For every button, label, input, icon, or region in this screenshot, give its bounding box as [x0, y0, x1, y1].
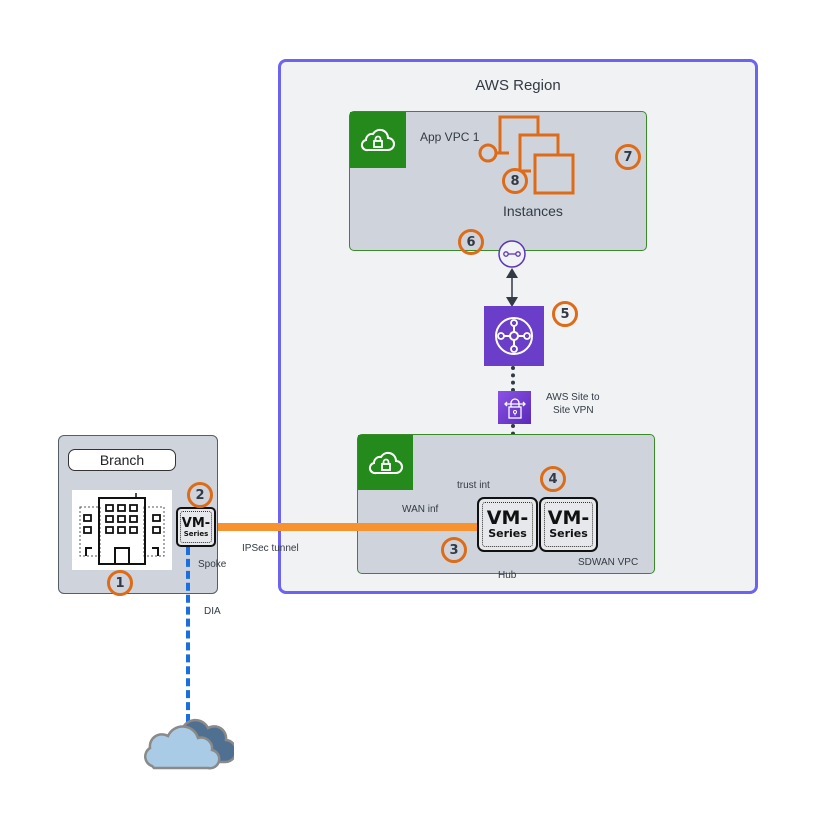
- vm-series-line1: VM-: [181, 515, 211, 531]
- site-to-site-vpn-icon: [503, 397, 526, 419]
- vpc-cloud-lock-icon: [368, 451, 403, 474]
- vm-series-line2: Series: [549, 527, 588, 540]
- vm-series-line1: VM-: [486, 507, 529, 529]
- sdwan-vpc-label: SDWAN VPC: [578, 557, 639, 568]
- hub-label: Hub: [498, 570, 517, 581]
- marker-5: 5: [552, 301, 578, 327]
- sdwan-vpc-badge: [358, 435, 413, 490]
- ipsec-tunnel-link: [213, 523, 478, 531]
- dia-link: [186, 547, 190, 722]
- marker-8: 8: [502, 168, 528, 194]
- dia-label: DIA: [204, 606, 221, 617]
- spoke-label: Spoke: [198, 559, 227, 570]
- transit-gateway-icon: [495, 317, 533, 355]
- vm-series-line1: VM-: [547, 507, 590, 529]
- site-to-site-vpn: [498, 391, 531, 424]
- instances-label: Instances: [503, 203, 563, 219]
- marker-4: 4: [540, 466, 566, 492]
- branch-title: Branch: [68, 449, 176, 471]
- vpn-label-line1: AWS Site to: [546, 392, 600, 403]
- vpn-label-line2: Site VPN: [553, 405, 594, 416]
- branch-building: [72, 490, 172, 570]
- hub-vm-series-2: VM- Series: [539, 497, 598, 552]
- app-vpc-label: App VPC 1: [420, 130, 480, 144]
- tgw-to-vpn-link: [511, 366, 515, 392]
- internet-cloud-icon: [143, 718, 234, 770]
- vpc-attachment-icon: [498, 240, 526, 268]
- bidirectional-arrow: [506, 268, 518, 307]
- marker-3: 3: [441, 537, 467, 563]
- marker-7: 7: [615, 144, 641, 170]
- branch-vm-series: VM- Series: [176, 507, 216, 547]
- hub-vm-series-1: VM- Series: [477, 497, 538, 552]
- transit-gateway: [484, 306, 544, 366]
- app-vpc-badge: [350, 112, 406, 168]
- ipsec-tunnel-label: IPSec tunnel: [242, 543, 299, 554]
- marker-2: 2: [187, 482, 213, 508]
- marker-1: 1: [107, 570, 133, 596]
- vm-series-line2: Series: [488, 527, 527, 540]
- vpc-cloud-lock-icon: [360, 128, 395, 152]
- office-building-icon: [79, 493, 165, 565]
- vm-series-line2: Series: [183, 529, 209, 538]
- trust-int-label: trust int: [457, 480, 490, 491]
- instances-icon: [478, 115, 575, 195]
- marker-6: 6: [458, 229, 484, 255]
- aws-region-title: AWS Region: [475, 77, 561, 94]
- wan-inf-label: WAN inf: [402, 504, 439, 515]
